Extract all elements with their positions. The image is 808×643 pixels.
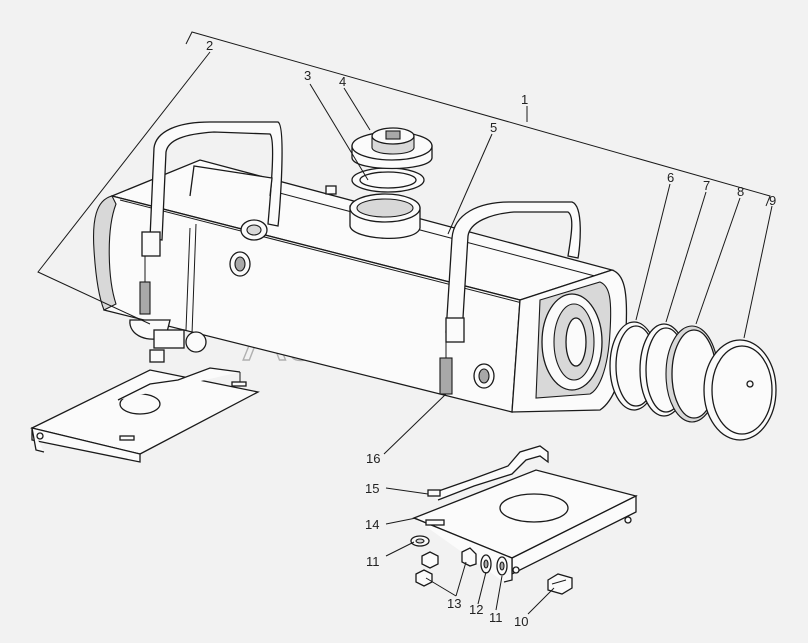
callout-8: 8 — [737, 184, 744, 199]
right-strap — [439, 201, 581, 395]
nuts-part-13 — [415, 547, 477, 587]
leader-lines — [37, 51, 773, 615]
callout-12: 12 — [469, 602, 483, 617]
callout-13: 13 — [447, 596, 461, 611]
left-mounting-plate — [30, 367, 260, 463]
callout-5: 5 — [490, 120, 497, 135]
mounting-plate-part-14 — [412, 469, 638, 583]
callout-3: 3 — [304, 68, 311, 83]
callout-16: 16 — [366, 451, 380, 466]
callout-11-right: 11 — [489, 610, 503, 625]
callout-labels: 1 2 3 4 5 6 7 8 9 10 11 11 12 13 14 15 1… — [206, 38, 776, 629]
callout-6: 6 — [667, 170, 674, 185]
callout-2: 2 — [206, 38, 213, 53]
assembly-bracket-line — [185, 31, 771, 207]
filler-neck — [349, 193, 421, 239]
callout-14: 14 — [365, 517, 379, 532]
callout-7: 7 — [703, 178, 710, 193]
callout-11-left: 11 — [366, 554, 380, 569]
washer-part-11-left — [410, 535, 430, 547]
tank-ports — [229, 175, 495, 389]
callout-9: 9 — [769, 193, 776, 208]
callout-1: 1 — [521, 92, 528, 107]
callout-15: 15 — [365, 481, 379, 496]
washer-part-12 — [480, 554, 492, 574]
filler-gasket — [351, 167, 425, 193]
clamp-ring-part-9 — [703, 339, 777, 441]
callout-10: 10 — [514, 614, 528, 629]
bracket-part-15 — [427, 445, 549, 501]
washer-part-11-right — [496, 556, 508, 576]
filler-cap — [351, 127, 433, 170]
bolt-part-10 — [547, 573, 573, 595]
callout-4: 4 — [339, 74, 346, 89]
left-strap — [129, 121, 283, 363]
tank-end-face — [511, 269, 628, 413]
